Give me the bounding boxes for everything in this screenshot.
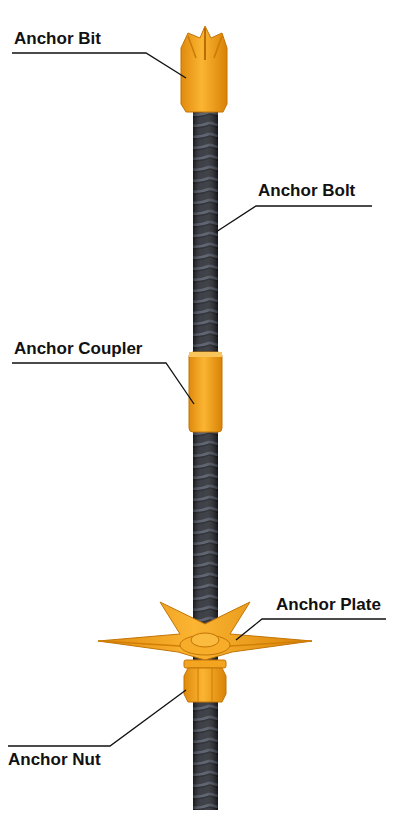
part-label: Anchor Coupler	[14, 339, 142, 359]
leader-line	[216, 206, 372, 232]
part-label: Anchor Bolt	[258, 181, 355, 201]
leader-line	[12, 53, 186, 78]
coupler-drawing	[189, 352, 222, 432]
leader-line	[8, 690, 186, 746]
threaded-rod	[193, 105, 218, 810]
part-label: Anchor Plate	[276, 595, 381, 615]
leader-line	[236, 619, 386, 640]
anchor-bit-drawing	[181, 26, 227, 112]
part-label: Anchor Nut	[8, 750, 101, 770]
nut-drawing	[184, 660, 226, 702]
leader-lines	[8, 53, 386, 746]
part-label: Anchor Bit	[14, 29, 101, 49]
leader-line	[12, 363, 194, 404]
